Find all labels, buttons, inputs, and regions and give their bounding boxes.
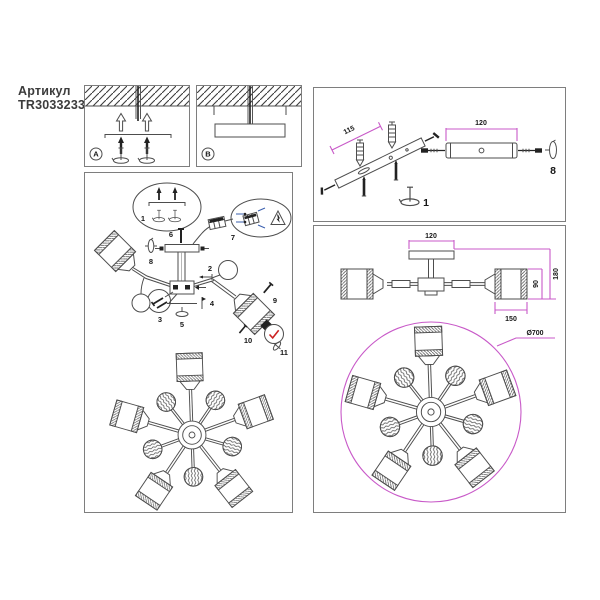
anchor-dowel [388, 121, 396, 149]
svg-text:120: 120 [475, 120, 487, 127]
plan-view [110, 353, 274, 510]
svg-text:180: 180 [553, 268, 560, 280]
screw-10 [238, 323, 248, 334]
dim-150-shade-width: 150 [494, 302, 528, 323]
warning-icon [270, 209, 286, 225]
step-label-9: 9 [273, 296, 277, 305]
panel-b: B [196, 85, 302, 167]
ceiling-hatch [197, 86, 301, 107]
article-block: Артикул TR3033233 [18, 84, 85, 113]
step-label-8: 8 [149, 257, 153, 266]
dim-120-canopy: 120 [408, 233, 455, 249]
screwdriver-step-icon [398, 186, 420, 207]
bracket-ticks [213, 106, 287, 115]
finial-cap-5 [175, 307, 189, 317]
step-label-7: 7 [231, 233, 235, 242]
step-label-3: 3 [158, 315, 162, 324]
terminal-block [192, 215, 234, 245]
dim-90-shade-height: 90 [528, 268, 543, 300]
wing-nut-icon [145, 237, 157, 253]
right-arm-shade [193, 260, 275, 335]
article-number: TR3033233 [18, 98, 86, 113]
elevation-view [340, 250, 528, 300]
mounting-screw [360, 174, 368, 198]
power-cable [247, 86, 253, 126]
mounting-bracket-3d [320, 132, 440, 195]
step-label-10: 10 [244, 336, 252, 345]
panel-assembly: 1 7 [84, 172, 293, 513]
left-arm-shade [94, 230, 171, 313]
up-arrow-hollow [115, 112, 153, 132]
panel-a: A [84, 85, 190, 167]
svg-text:A: A [93, 150, 99, 159]
svg-text:B: B [205, 150, 211, 159]
power-cable [135, 86, 141, 121]
wing-nut-icon [545, 139, 557, 159]
canopy-plate [155, 244, 209, 253]
step-label-4: 4 [210, 299, 215, 308]
screw-9 [263, 281, 274, 294]
diameter-circle [340, 321, 522, 503]
plan-view-circle [345, 326, 516, 490]
anchor-dowel [356, 139, 364, 167]
screw-6 [178, 228, 184, 243]
step-8-label: 8 [550, 165, 556, 177]
svg-text:Ø700: Ø700 [526, 330, 543, 337]
stem-column [177, 252, 186, 281]
dim-115: 115 [329, 122, 383, 155]
svg-text:120: 120 [425, 233, 437, 240]
plate-screw-left [421, 148, 445, 153]
plate-side-view [445, 142, 518, 159]
wing-nut-icon-11 [272, 341, 282, 351]
ceiling-hatch [85, 86, 189, 107]
article-label: Артикул [18, 84, 71, 98]
dim-diameter: Ø700 [496, 330, 555, 347]
light-bulb [260, 319, 284, 344]
dim-120-plate: 120 [445, 120, 518, 141]
canopy-plate [214, 123, 286, 138]
step-label-1: 1 [141, 214, 145, 223]
panel-mounting-detail: 115 1 120 [313, 87, 566, 222]
step-label-5: 5 [180, 320, 184, 329]
step-label-6: 6 [169, 230, 173, 239]
svg-text:90: 90 [533, 280, 540, 288]
bulb-check-mark [268, 329, 280, 340]
hub-body [169, 280, 206, 295]
mounting-screw [392, 158, 400, 182]
step-1-label: 1 [423, 197, 429, 209]
panel-dimensions: 120 180 90 150 Ø700 [313, 225, 566, 513]
left-shade [340, 268, 384, 300]
svg-text:115: 115 [343, 125, 356, 136]
screw-2 [199, 274, 213, 280]
step-label-2: 2 [208, 264, 212, 273]
svg-text:150: 150 [505, 316, 517, 323]
badge-b: B [201, 147, 215, 161]
plate-screw-right [518, 148, 542, 153]
left-ball [131, 293, 151, 313]
bracket-detail-callout: 1 [132, 182, 202, 232]
up-arrow-solid [118, 136, 150, 154]
wiring-callout [230, 198, 292, 238]
step-label-11: 11 [280, 348, 288, 357]
mounting-bracket-line [104, 134, 172, 138]
badge-a: A [89, 147, 103, 161]
right-shade [484, 268, 528, 300]
cover-bar-4 [167, 297, 206, 309]
right-ball [218, 260, 238, 280]
